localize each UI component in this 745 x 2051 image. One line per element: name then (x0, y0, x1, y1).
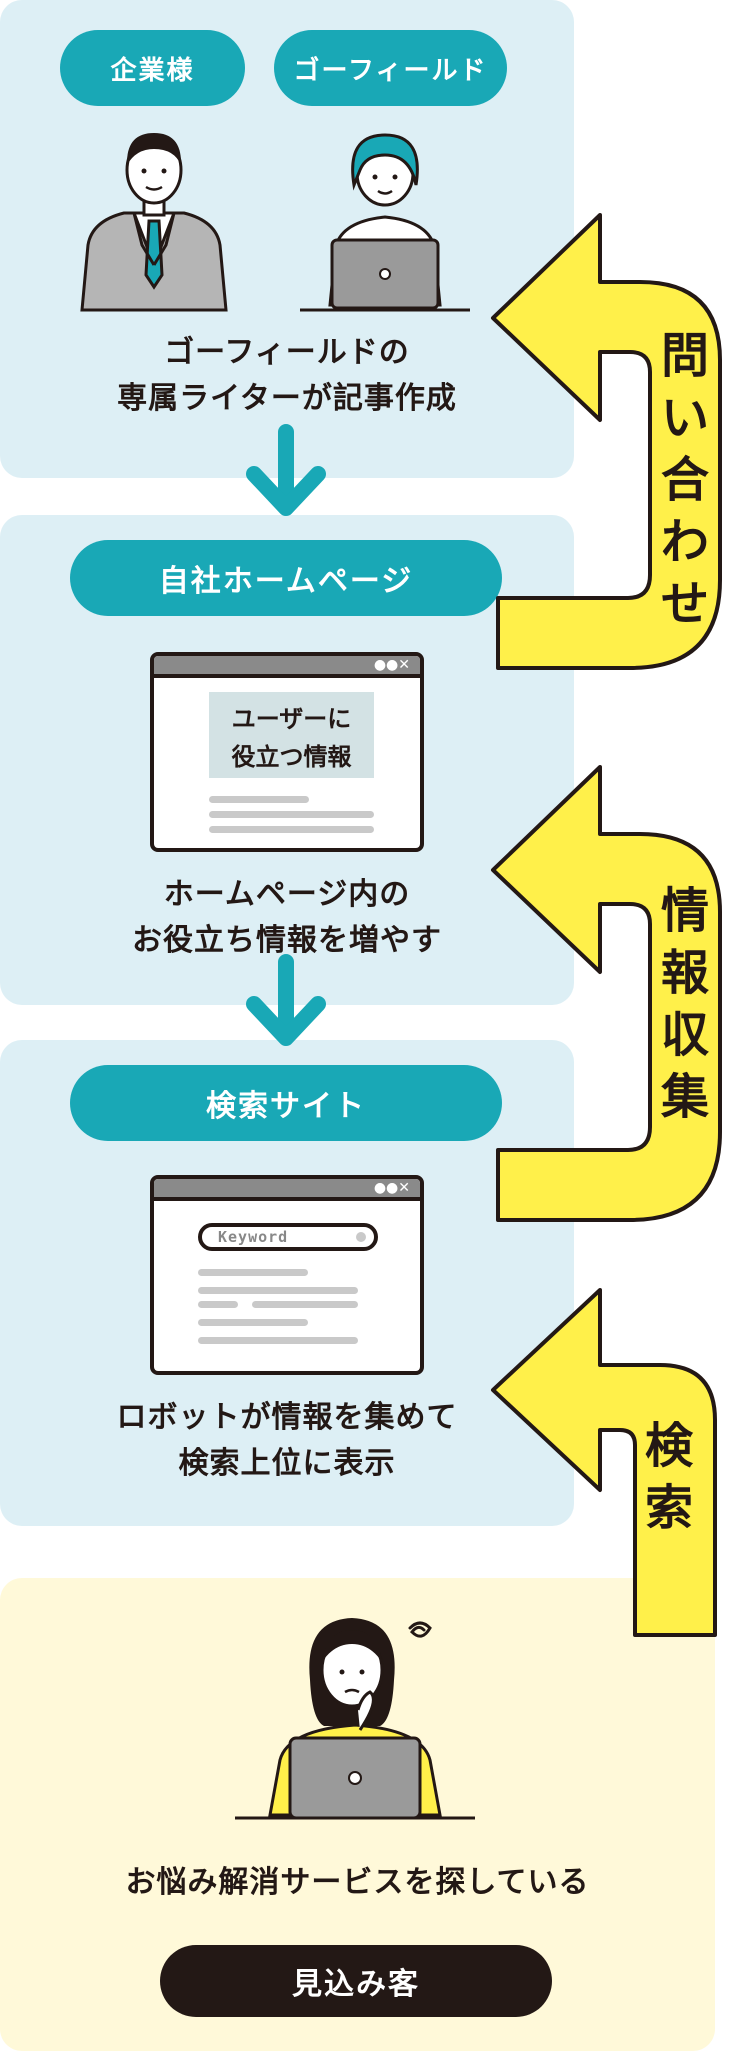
search-bar: Keyword (198, 1223, 378, 1251)
text-line (198, 1269, 308, 1276)
text-line (198, 1337, 358, 1344)
window-controls-icon: ●●✕ (373, 1180, 410, 1196)
businessman-illustration (80, 133, 228, 312)
prospect-badge: 見込み客 (160, 1945, 552, 2017)
content-label: ユーザーに 役立つ情報 (209, 700, 374, 776)
search-icon (356, 1232, 366, 1242)
text-line (198, 1319, 308, 1326)
gofield-label: ゴーフィールド (274, 30, 507, 106)
search-caption-line2: 検索上位に表示 (178, 1446, 396, 1481)
search-label: 検索 (644, 1418, 693, 1536)
text-line (198, 1301, 238, 1308)
homepage-caption: ホームページ内の お役立ち情報を増やす (20, 872, 554, 964)
step1-caption-line2: 専属ライターが記事作成 (117, 381, 457, 416)
search-site-caption: ロボットが情報を集めて 検索上位に表示 (20, 1395, 554, 1487)
text-line (209, 811, 374, 818)
window-controls-icon: ●●✕ (373, 657, 410, 673)
text-line (198, 1287, 358, 1294)
company-label: 企業様 (60, 30, 245, 106)
text-line (209, 826, 374, 833)
content-label-line1: ユーザーに (231, 705, 352, 733)
search-site-title: 検索サイト (70, 1065, 502, 1141)
homepage-caption-line1: ホームページ内の (163, 877, 411, 912)
step1-caption: ゴーフィールドの 専属ライターが記事作成 (20, 330, 554, 422)
step1-caption-line1: ゴーフィールドの (164, 335, 410, 370)
content-image-block (209, 692, 374, 778)
homepage-title: 自社ホームページ (70, 540, 502, 616)
down-arrow-icon (246, 424, 326, 516)
content-label-line2: 役立つ情報 (231, 743, 352, 771)
search-placeholder: Keyword (218, 1228, 289, 1246)
search-browser-mockup: ●●✕ Keyword (150, 1175, 424, 1375)
homepage-caption-line2: お役立ち情報を増やす (132, 923, 442, 958)
search-caption-line1: ロボットが情報を集めて (116, 1400, 458, 1435)
inquiry-label: 問い合わせ (660, 328, 709, 632)
homepage-browser-mockup: ●●✕ ユーザーに 役立つ情報 (150, 652, 424, 852)
prospect-caption: お悩み解消サービスを探している (125, 1865, 590, 1900)
writer-illustration (300, 133, 470, 312)
worried-person-illustration (235, 1618, 475, 1820)
down-arrow-icon (246, 954, 326, 1046)
text-line (209, 796, 309, 803)
info-collection-label: 情報収集 (660, 883, 709, 1125)
text-line (252, 1301, 358, 1308)
